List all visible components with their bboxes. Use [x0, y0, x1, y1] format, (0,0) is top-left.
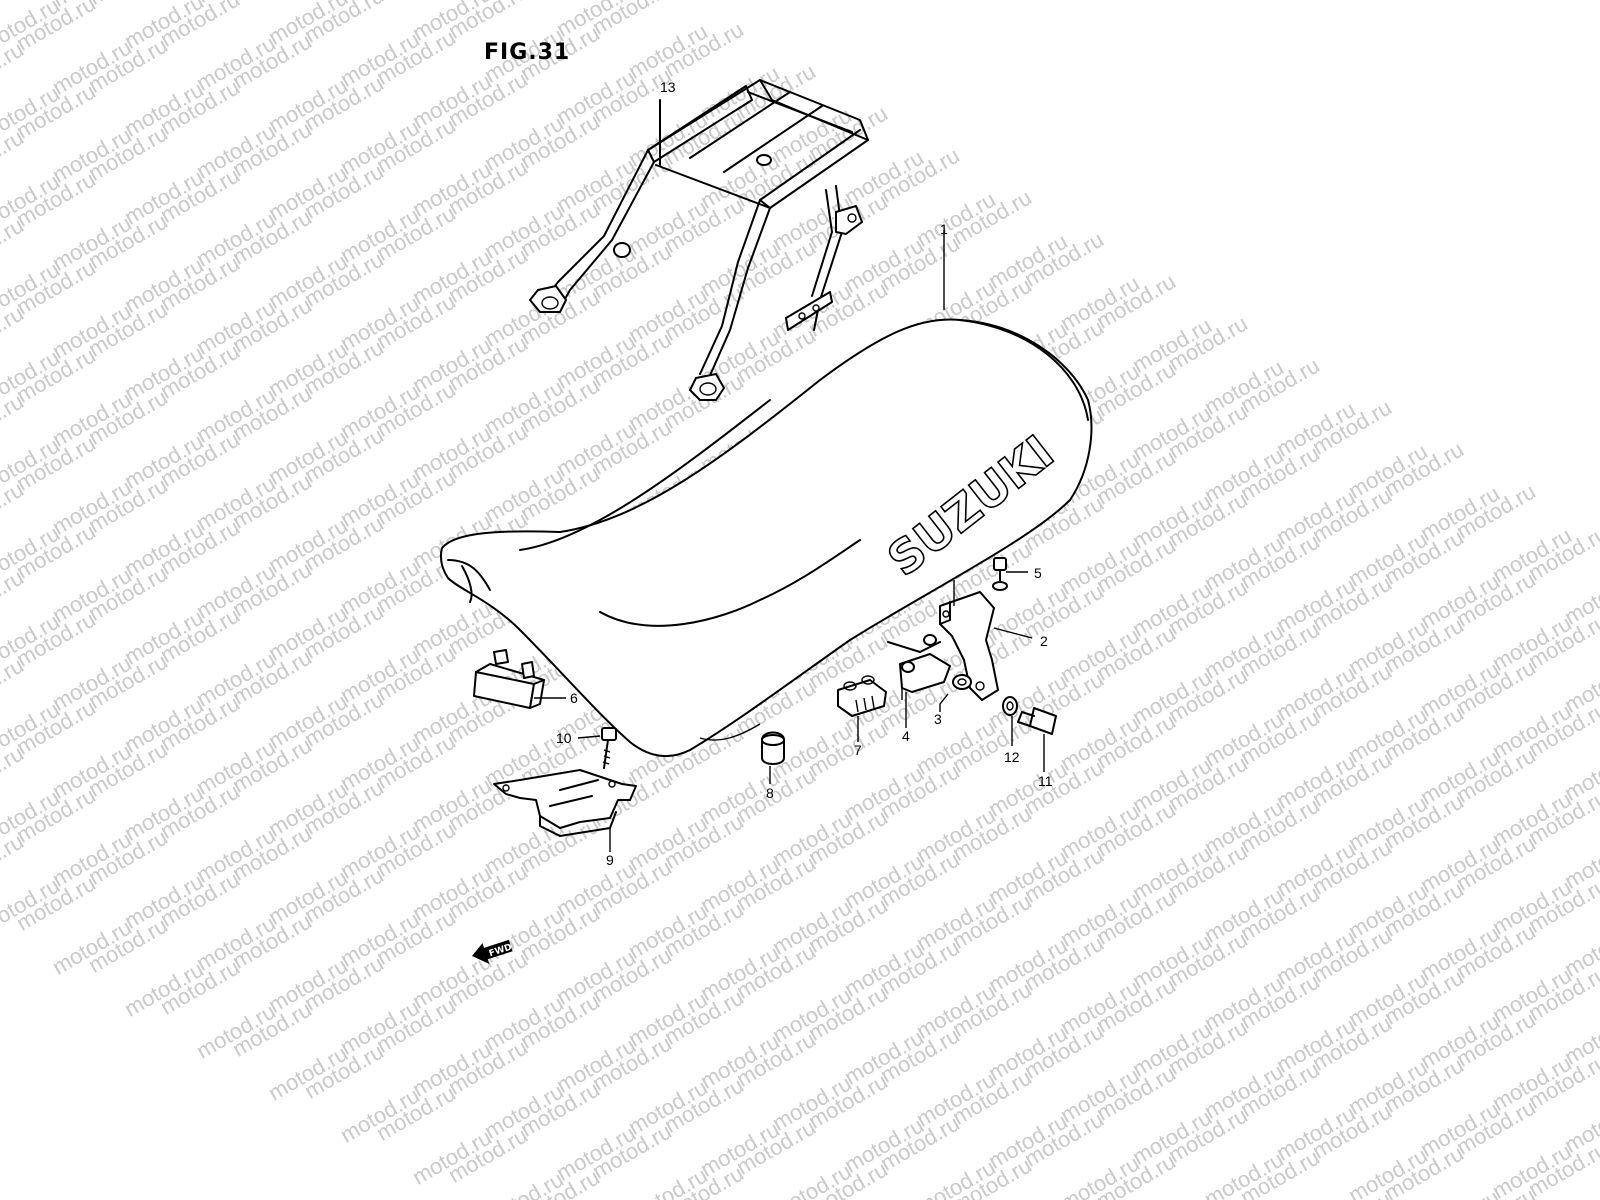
callout-12: 12: [1004, 749, 1020, 765]
part-6-seat-cushion: [473, 649, 545, 709]
callout-6: 6: [570, 690, 578, 706]
callout-11: 11: [1038, 773, 1053, 789]
callout-7: 7: [854, 742, 862, 758]
callout-3: 3: [934, 711, 942, 727]
part-9-mounting-plate: [493, 769, 637, 837]
part-13-rear-carrier: [529, 79, 869, 401]
fwd-label: FWD: [488, 943, 513, 960]
part-10-bolt: [601, 727, 617, 769]
part-4-seat-hook: [887, 634, 951, 700]
callout-2: 2: [1040, 633, 1048, 649]
part-12-washer: [1002, 696, 1018, 716]
part-8-grommet: [761, 731, 785, 765]
figure-title: FIG.31: [484, 40, 571, 65]
part-7-damper: [837, 675, 887, 717]
leader-lines: [534, 230, 1045, 852]
part-1-seat: [439, 318, 1093, 758]
part-11-bolt: [1017, 707, 1057, 735]
callout-1: 1: [940, 221, 948, 237]
callout-9: 9: [606, 852, 614, 868]
fwd-arrow-icon: FWD: [472, 939, 513, 965]
callout-13: 13: [660, 79, 676, 95]
part-2-seat-bracket: [939, 591, 999, 701]
callout-8: 8: [766, 785, 774, 801]
callout-4: 4: [902, 728, 910, 744]
part-3-nut: [952, 674, 972, 690]
part-5-bolt: [992, 557, 1008, 591]
callout-10: 10: [556, 730, 572, 746]
callout-5: 5: [1034, 565, 1042, 581]
